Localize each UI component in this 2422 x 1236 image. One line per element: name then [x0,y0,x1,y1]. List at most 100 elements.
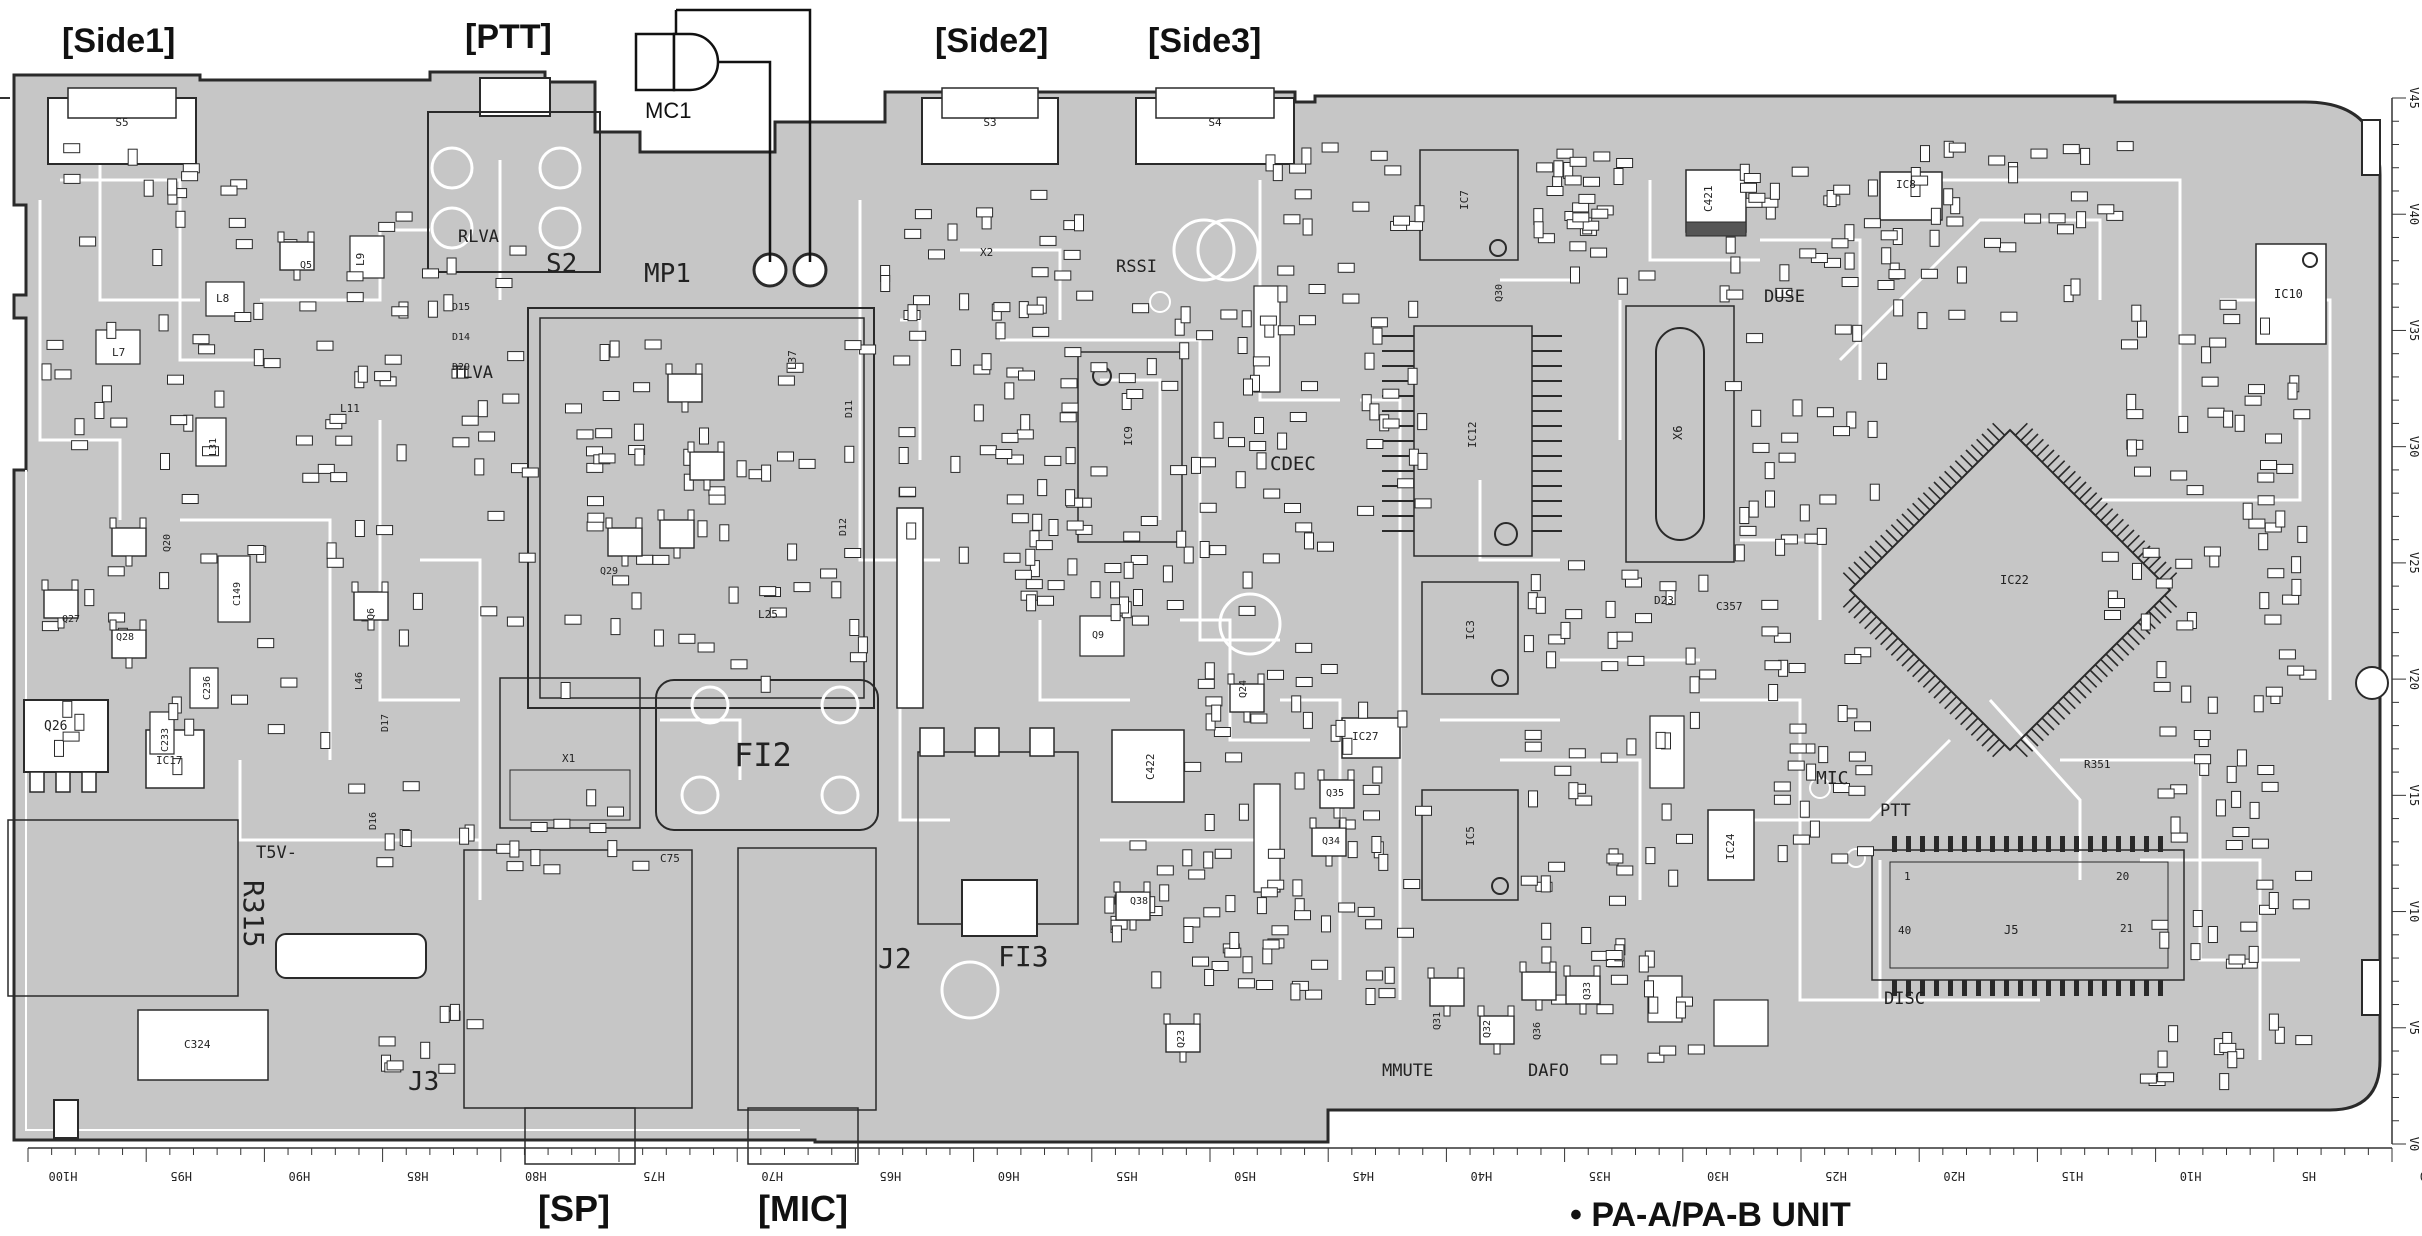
fi2-pin [820,775,860,815]
smd-part [1262,553,1280,564]
fi3-pin [974,727,1000,757]
smd-part [2244,395,2262,406]
silk-s2: S2 [546,249,577,279]
smd-part [1635,613,1652,624]
transistor-lead [657,509,665,521]
smd-part [1560,621,1571,639]
transistor-lead [1519,961,1527,973]
smd-part [1357,505,1375,516]
smd-part [1369,403,1380,421]
smd-part [1535,596,1546,614]
smd-part [1032,513,1043,531]
silk-ic10: IC10 [2274,287,2303,301]
ic22-pin [1954,460,1968,474]
silk-ic5: IC5 [1464,826,1477,846]
smd-part [1676,833,1693,844]
transistor-lead [307,231,315,243]
smd-part [1575,795,1593,806]
right-scale-label: V45 [2407,87,2421,109]
smd-part [697,520,708,538]
transistor-lead [1143,881,1151,893]
smd-part [1578,193,1596,204]
ic22-pin [2158,600,2172,614]
smd-part [1761,626,1779,637]
transistor-lead [109,619,117,631]
smd-part [1877,362,1888,380]
smd-part [1225,752,1243,763]
smd-part [576,429,594,440]
ic22-pin [1938,476,1952,490]
smd-part [1357,906,1375,917]
j5-pin [1948,980,1953,996]
smd-part [54,739,64,757]
smd-part [1668,869,1679,887]
smd-part [1140,516,1158,526]
smd-part [553,818,571,829]
smd-part [302,472,320,483]
ic22-pin [2014,422,2028,436]
smd-part [1818,746,1829,764]
j5-pin [2018,980,2023,996]
label-mic: [MIC] [758,1188,848,1229]
smd-part [2219,1042,2237,1053]
c428-capacitor [1649,715,1685,789]
smd-part [1213,421,1224,439]
c236-capacitor [189,667,219,709]
ic22-pin [2158,566,2172,580]
smd-part [1943,188,1954,206]
board-inner-edge [25,470,800,1131]
sp-connector [524,1107,636,1165]
smd-part [730,659,748,670]
smd-part [1204,662,1215,680]
ic22-pin [1906,658,1920,672]
smd-part [384,354,402,365]
smd-part [1524,729,1542,740]
j5-pin [1892,980,1897,996]
ic22-pin [1848,600,1862,614]
smd-part [474,458,485,476]
ic22-pin [2057,465,2071,479]
silk-pin21: 21 [2120,922,2133,935]
silk-c149: C149 [232,582,243,606]
smd-part [1520,875,1538,886]
smd-part [1831,853,1849,864]
silk-q33: Q33 [1582,982,1593,1000]
smd-part [761,464,772,482]
smd-part [2126,409,2144,420]
smd-part [1540,875,1551,893]
smd-part [1773,632,1791,643]
smd-part [506,616,524,627]
pcb-trace [180,518,332,760]
transistor-lead [681,401,689,413]
fi2-pin [690,685,730,725]
smd-part [317,463,335,474]
ic22-pin [1928,486,1942,500]
bottom-scale-label: H75 [643,1169,665,1183]
smd-part [1548,634,1566,645]
smd-part [2256,879,2274,890]
smd-part [1242,956,1253,974]
smd-part [1781,432,1799,443]
smd-part [74,418,85,436]
smd-part [401,830,412,847]
pcb-trace [960,248,1062,320]
smd-part [480,606,498,617]
silk-c233: C233 [160,728,171,752]
silk-q35: Q35 [1326,788,1344,799]
smd-part [1787,760,1805,771]
transistor-body [659,519,695,549]
silk-disc: DISC [1884,989,1925,1009]
ic22-pin [1885,637,1899,651]
smd-part [2228,954,2246,965]
smd-part [509,840,520,858]
smd-part [1911,175,1929,186]
smd-part [898,427,916,438]
smd-part [1196,330,1214,341]
ic22-pin [1874,540,1888,554]
smd-part [565,403,582,414]
silk-x2: X2 [980,246,993,259]
smd-part [168,703,179,721]
j5-connector-inner [1889,861,2169,969]
smd-part [1358,701,1369,719]
ic22-pin [2068,476,2082,490]
